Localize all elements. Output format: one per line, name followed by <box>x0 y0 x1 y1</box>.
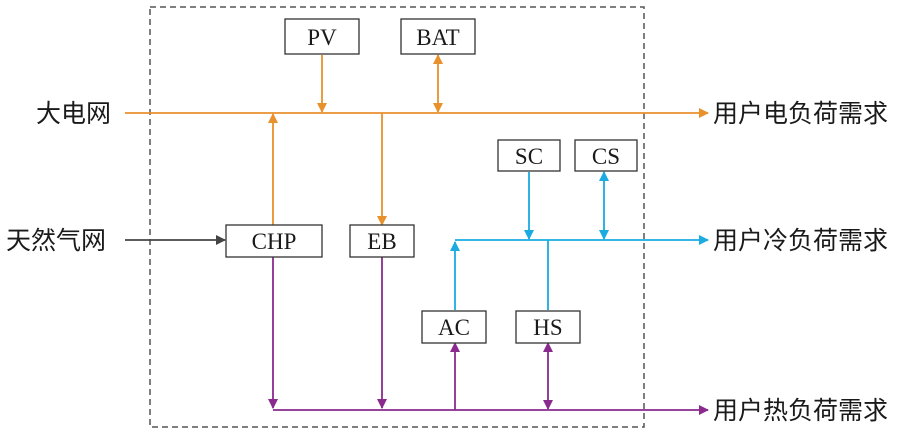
system-boundary <box>149 6 645 428</box>
gas-input-label: 天然气网 <box>6 226 106 255</box>
cooling-network <box>450 171 709 310</box>
sc-box: SC <box>497 139 561 172</box>
heating-network <box>268 257 709 415</box>
svg-text:AC: AC <box>438 315 470 340</box>
chp-box: CHP <box>225 224 323 258</box>
bat-box: BAT <box>400 18 476 55</box>
hs-box: HS <box>515 310 581 344</box>
pv-box: PV <box>284 18 360 55</box>
ac-box: AC <box>421 310 487 344</box>
electric-load-label: 用户电负荷需求 <box>713 99 888 128</box>
cs-box: CS <box>574 139 638 172</box>
heating-load-label: 用户热负荷需求 <box>713 396 888 425</box>
svg-text:PV: PV <box>307 25 337 50</box>
grid-input-label: 大电网 <box>36 99 111 128</box>
svg-text:CHP: CHP <box>252 229 297 254</box>
eb-box: EB <box>349 224 415 258</box>
svg-text:HS: HS <box>533 315 562 340</box>
svg-text:SC: SC <box>515 144 543 169</box>
cooling-load-label: 用户冷负荷需求 <box>713 226 888 255</box>
svg-text:BAT: BAT <box>416 25 459 50</box>
svg-text:CS: CS <box>592 144 620 169</box>
electric-network <box>125 54 709 226</box>
svg-text:EB: EB <box>367 229 396 254</box>
